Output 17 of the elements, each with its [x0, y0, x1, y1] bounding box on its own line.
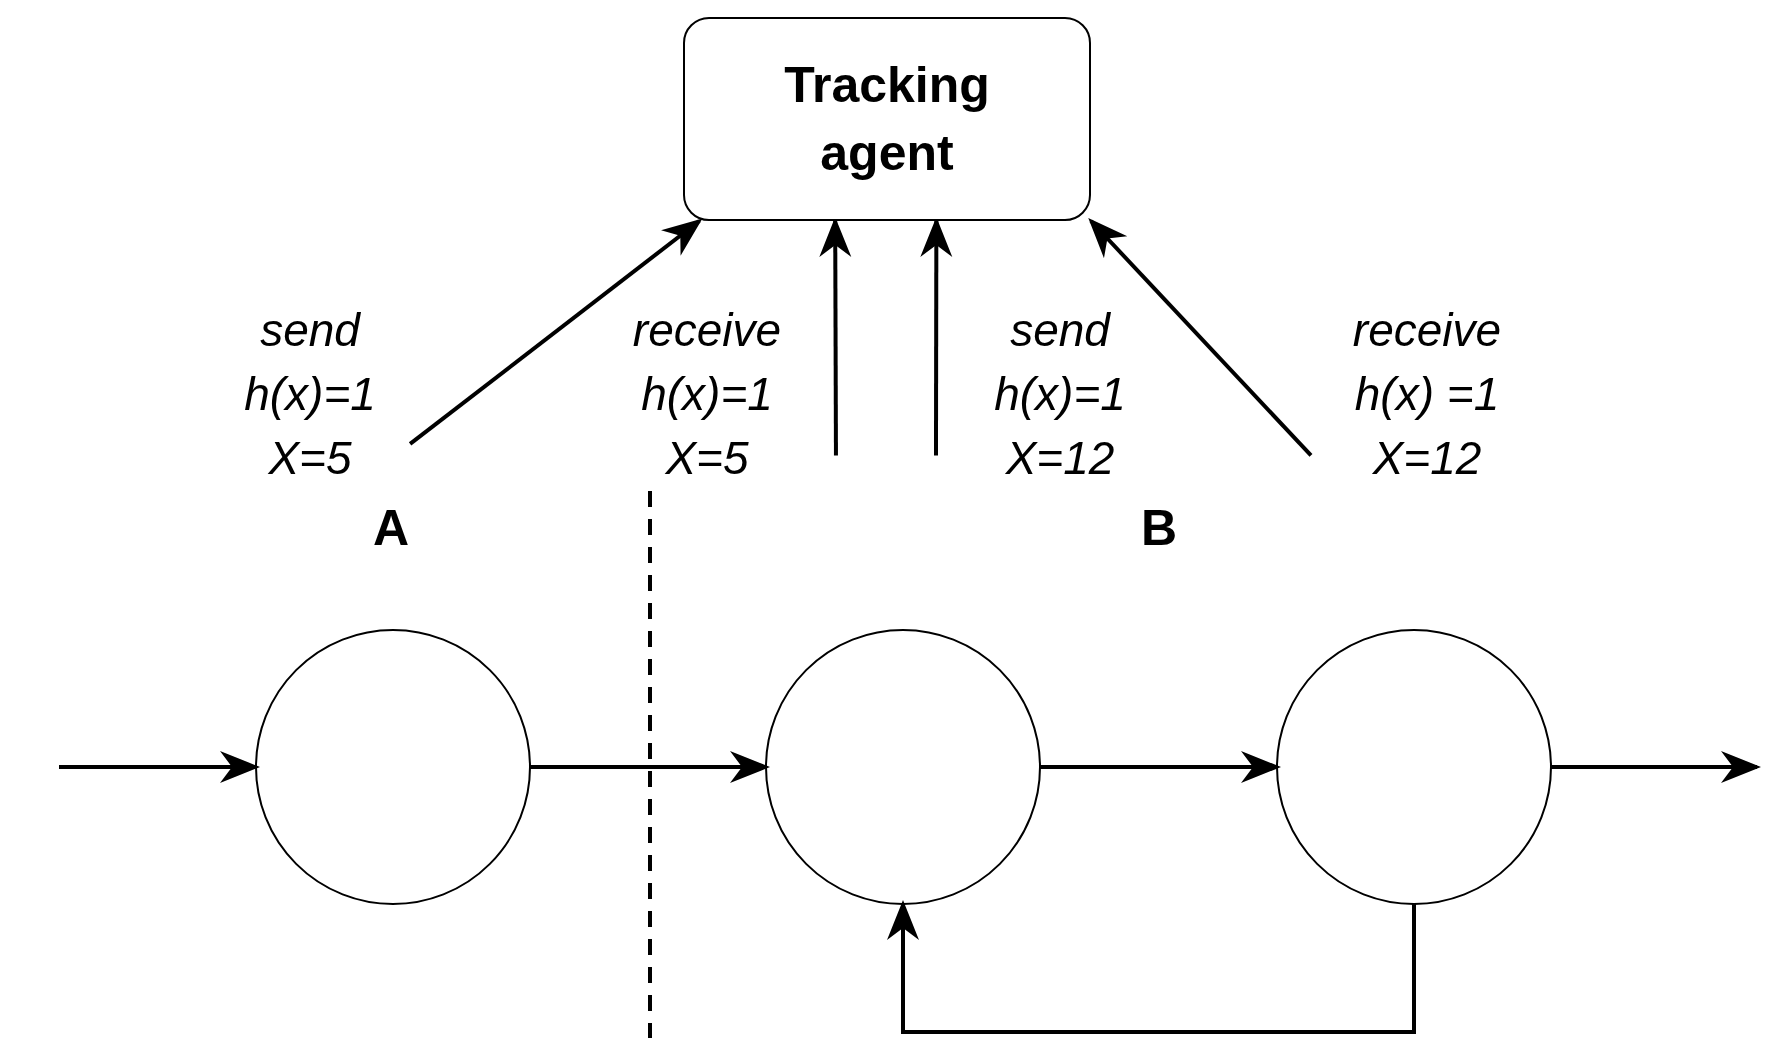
process-box: Tracking agent [683, 17, 1091, 221]
arrow [1551, 751, 1761, 783]
arrow [1040, 751, 1281, 783]
arrow [59, 751, 260, 783]
message-text: receive h(x)=1 X=5 [577, 298, 837, 490]
circle-node [1276, 629, 1552, 905]
arrow [1088, 218, 1313, 457]
circle-node [765, 629, 1041, 905]
circle-node [255, 629, 531, 905]
message-text: receive h(x) =1 X=12 [1297, 298, 1557, 490]
arrow [408, 218, 703, 446]
section-label: A [373, 499, 410, 557]
section-label: B [1141, 499, 1178, 557]
message-text: send h(x)=1 X=5 [180, 298, 440, 490]
arrow [887, 900, 1416, 1034]
message-text: send h(x)=1 X=12 [930, 298, 1190, 490]
arrow [530, 751, 770, 783]
